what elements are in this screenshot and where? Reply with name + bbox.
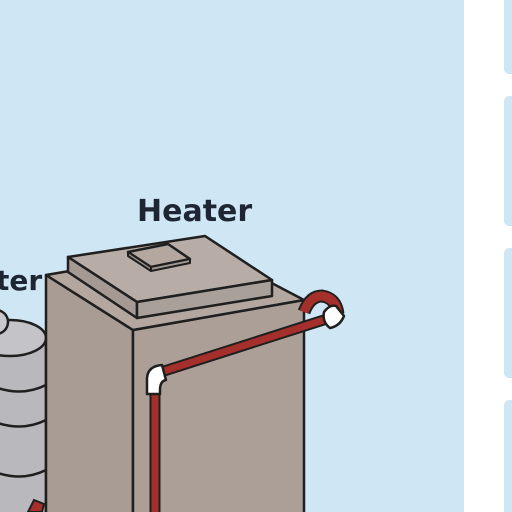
left-tank (0, 309, 48, 512)
pipe-top-fitting (322, 304, 346, 330)
side-panel-4 (504, 400, 512, 512)
heater-lid-side (135, 278, 274, 320)
left-tank-label: ter (0, 264, 42, 297)
side-panel-1 (504, 0, 512, 74)
side-panel-2 (504, 96, 512, 226)
heater-label: Heater (137, 194, 252, 229)
pipe-elbow-fitting (145, 363, 168, 396)
heater-pipe (145, 289, 346, 512)
left-pipe-stub (26, 498, 46, 512)
tank-knob-icon (0, 309, 10, 335)
side-panel-strip (464, 0, 512, 512)
heater-unit (44, 234, 306, 512)
side-panel-3 (504, 248, 512, 378)
